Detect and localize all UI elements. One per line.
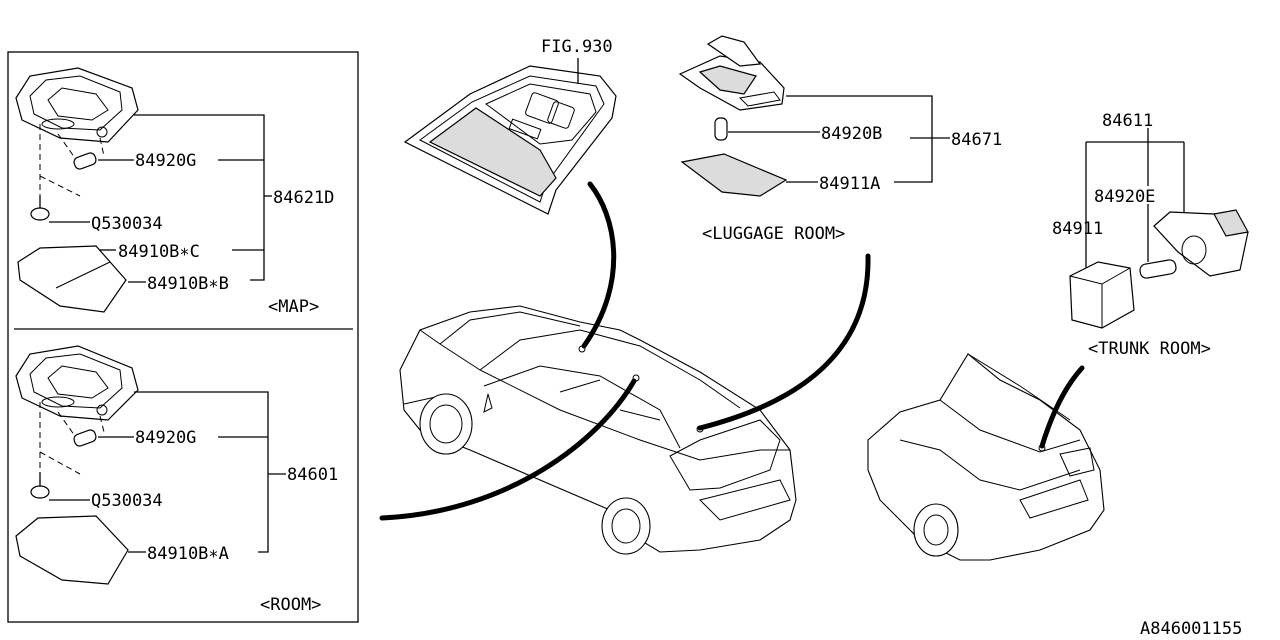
trunk-bulb-label: 84920E: [1094, 187, 1155, 207]
map-screw-icon: [30, 196, 50, 221]
room-lamp-housing: [15, 345, 139, 421]
map-bulb-icon: [73, 152, 97, 170]
map-lamp-section: 84920G Q530034 84910B∗C 84910B∗B 84621D …: [15, 67, 334, 317]
room-caption: <ROOM>: [260, 595, 321, 615]
trunk-lamp-housing: [1153, 209, 1249, 277]
room-lens-label: 84910B∗A: [147, 544, 229, 564]
diagram-id-label: A846001155: [1140, 619, 1242, 639]
room-assembly-label: 84601: [287, 465, 338, 485]
room-screw-icon: [30, 472, 50, 499]
fig-ref-label: FIG.930: [541, 37, 613, 57]
luggage-lens-label: 84911A: [819, 174, 880, 194]
sedan-car-illustration: [867, 353, 1105, 561]
luggage-bulb-icon: [714, 117, 728, 141]
left-panel: [7, 51, 359, 623]
map-lens1-label: 84910B∗C: [118, 242, 200, 262]
map-bulb-label: 84920G: [135, 151, 196, 171]
map-screw-label: Q530034: [91, 214, 163, 234]
luggage-assembly-label: 84671: [951, 130, 1002, 150]
luggage-lamp-housing: [678, 35, 785, 111]
pointer-curves: [379, 181, 1085, 521]
luggage-room-section: 84920B 84671 84911A <LUGGAGE ROOM>: [678, 35, 1002, 244]
room-lamp-section: 84920G Q530034 84910B∗A 84601 <ROOM>: [15, 345, 338, 615]
map-assembly-label: 84621D: [273, 188, 334, 208]
trunk-room-section: 84611 84920E 84911 <TRUNK ROOM>: [1052, 111, 1249, 359]
trunk-bulb-icon: [1139, 259, 1177, 279]
trunk-lens-icon: [1069, 261, 1135, 329]
trunk-caption: <TRUNK ROOM>: [1088, 339, 1211, 359]
map-caption: <MAP>: [268, 297, 319, 317]
map-lens-icon: [17, 245, 127, 313]
room-lens-icon: [15, 515, 129, 585]
room-screw-label: Q530034: [91, 491, 163, 511]
panel-frame: [7, 51, 359, 623]
map-lens2-label: 84910B∗B: [147, 274, 229, 294]
luggage-caption: <LUGGAGE ROOM>: [702, 224, 845, 244]
luggage-lens-icon: [680, 153, 788, 197]
overhead-console: FIG.930: [403, 37, 617, 215]
trunk-assembly-label: 84611: [1102, 111, 1153, 131]
room-bulb-icon: [73, 429, 97, 447]
luggage-bulb-label: 84920B: [821, 124, 882, 144]
map-lamp-housing: [15, 67, 139, 143]
room-bulb-label: 84920G: [135, 428, 196, 448]
trunk-lens-label: 84911: [1052, 219, 1103, 239]
